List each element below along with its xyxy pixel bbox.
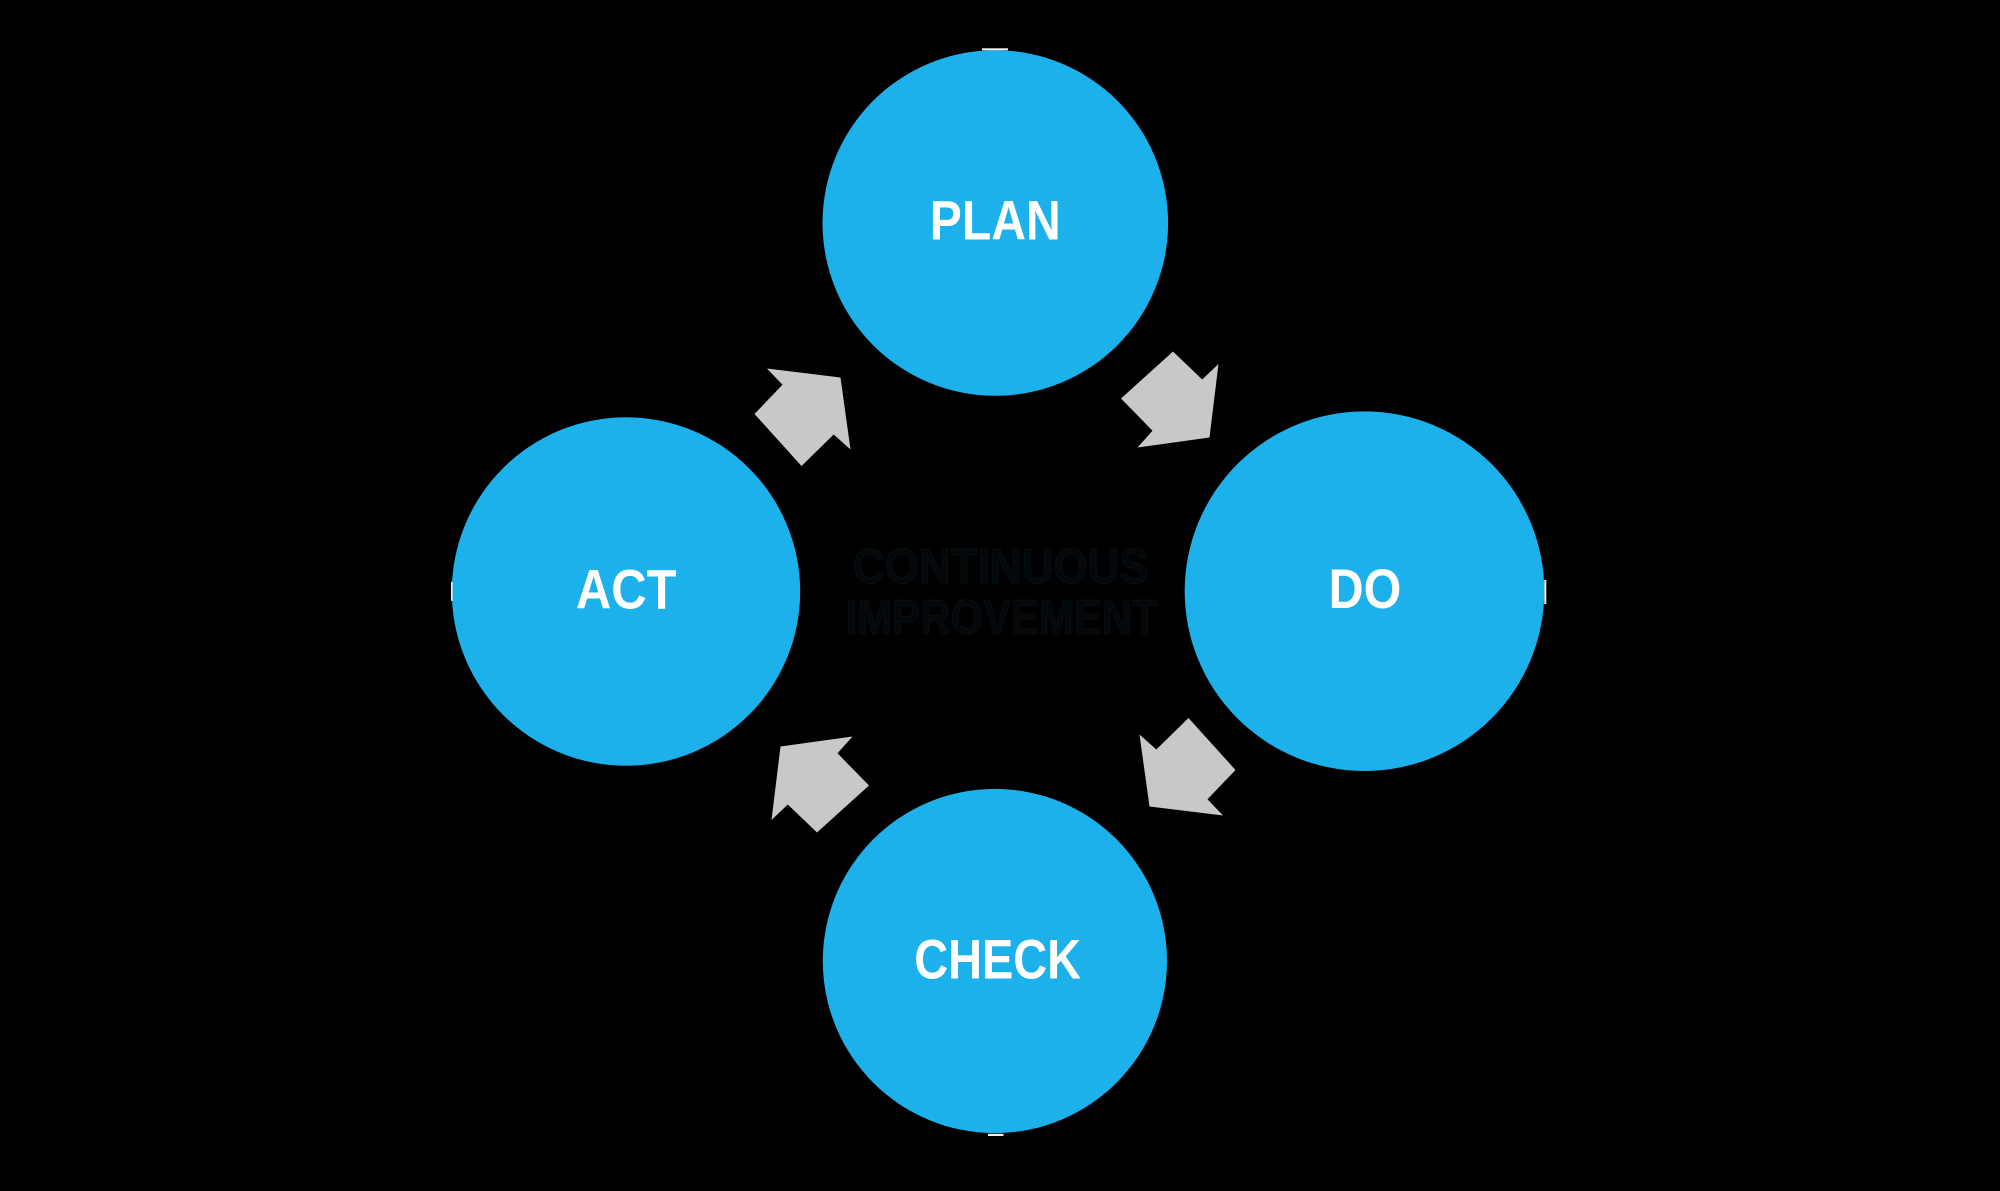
svg-text:PLAN: PLAN bbox=[930, 189, 1061, 252]
svg-text:CHECK: CHECK bbox=[914, 927, 1081, 990]
svg-text:IMPROVEMENT: IMPROVEMENT bbox=[846, 591, 1158, 645]
svg-text:CONTINUOUS: CONTINUOUS bbox=[853, 540, 1149, 594]
svg-text:DO: DO bbox=[1329, 557, 1402, 620]
svg-text:ACT: ACT bbox=[576, 557, 677, 620]
